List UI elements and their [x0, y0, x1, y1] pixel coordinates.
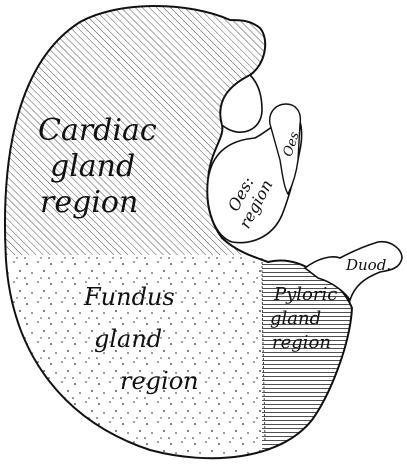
pyloric-label-line1: Pyloric	[273, 284, 337, 305]
cardiac-label-line1: Cardiac	[38, 113, 157, 148]
pyloric-label-line2: gland	[270, 308, 321, 329]
fundus-label-line2: gland	[94, 325, 162, 353]
fundus-label-line1: Fundus	[83, 283, 175, 311]
pyloric-label-line3: region	[272, 332, 331, 353]
duod-label: Duod.	[345, 256, 391, 274]
cardiac-label-line3: region	[40, 185, 138, 220]
cardiac-label-line2: gland	[50, 149, 135, 184]
fundus-label-line3: region	[120, 367, 199, 395]
